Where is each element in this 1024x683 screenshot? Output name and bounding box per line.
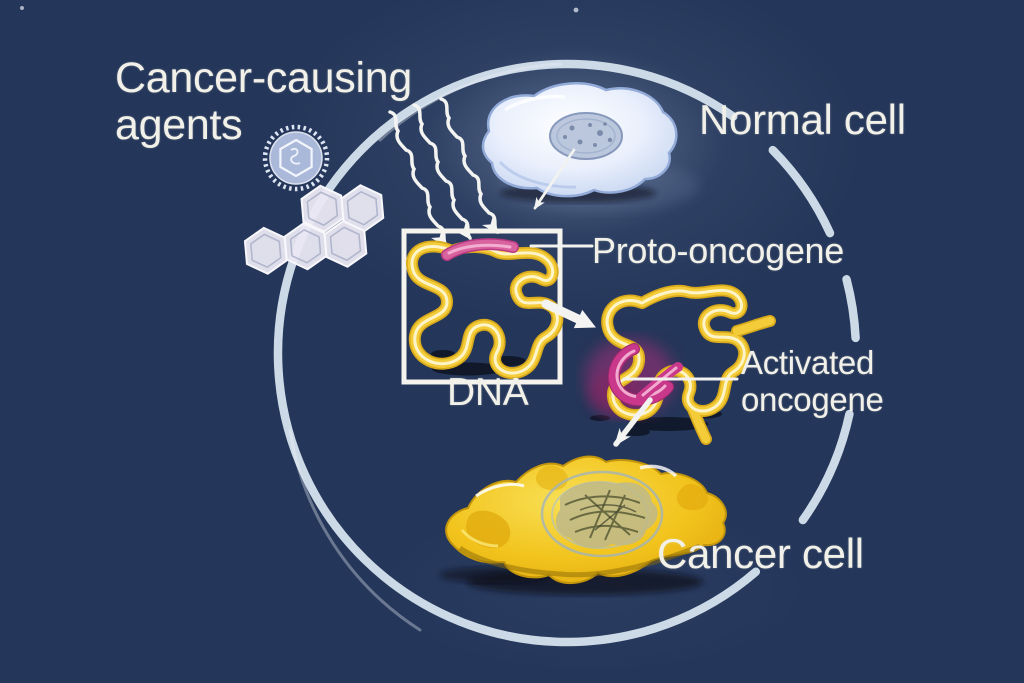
cancer-causing-agents-line2: agents — [115, 101, 243, 150]
proto-oncogene-label: Proto-oncogene — [592, 230, 844, 271]
dna-label: DNA — [447, 371, 529, 414]
dna-tangle — [406, 238, 564, 380]
arrow-oncogene-to-cancer-cell — [613, 397, 653, 447]
activated-oncogene-label: Activated oncogene — [741, 344, 884, 419]
cancer-cell-label: Cancer cell — [657, 530, 864, 577]
normal-cell-illustration — [481, 82, 678, 198]
virus-icon — [262, 124, 330, 192]
dust-speck — [573, 7, 579, 13]
carcinogen-molecule-icon — [243, 184, 385, 275]
activated-oncogene-line1: Activated — [741, 344, 875, 381]
cancer-cell-illustration — [445, 455, 727, 584]
arrow-nucleus-to-dna — [533, 148, 576, 210]
activated-oncogene-line2: oncogene — [741, 381, 884, 419]
cancer-causing-agents-label: Cancer-causing agents — [115, 54, 412, 150]
oncogene-dna-tangle — [601, 284, 776, 445]
cancer-cell-nucleus — [540, 470, 664, 558]
activated-oncogene-segment — [608, 343, 683, 407]
normal-cell-nucleus — [549, 112, 623, 160]
normal-cell-label: Normal cell — [699, 96, 906, 143]
radiation-arrows-icon — [388, 97, 499, 248]
arrow-dna-to-oncogene — [541, 299, 596, 329]
dust-speck — [20, 6, 24, 10]
cancer-causing-agents-line1: Cancer-causing — [115, 54, 412, 102]
proto-oncogene-segment — [441, 238, 519, 261]
